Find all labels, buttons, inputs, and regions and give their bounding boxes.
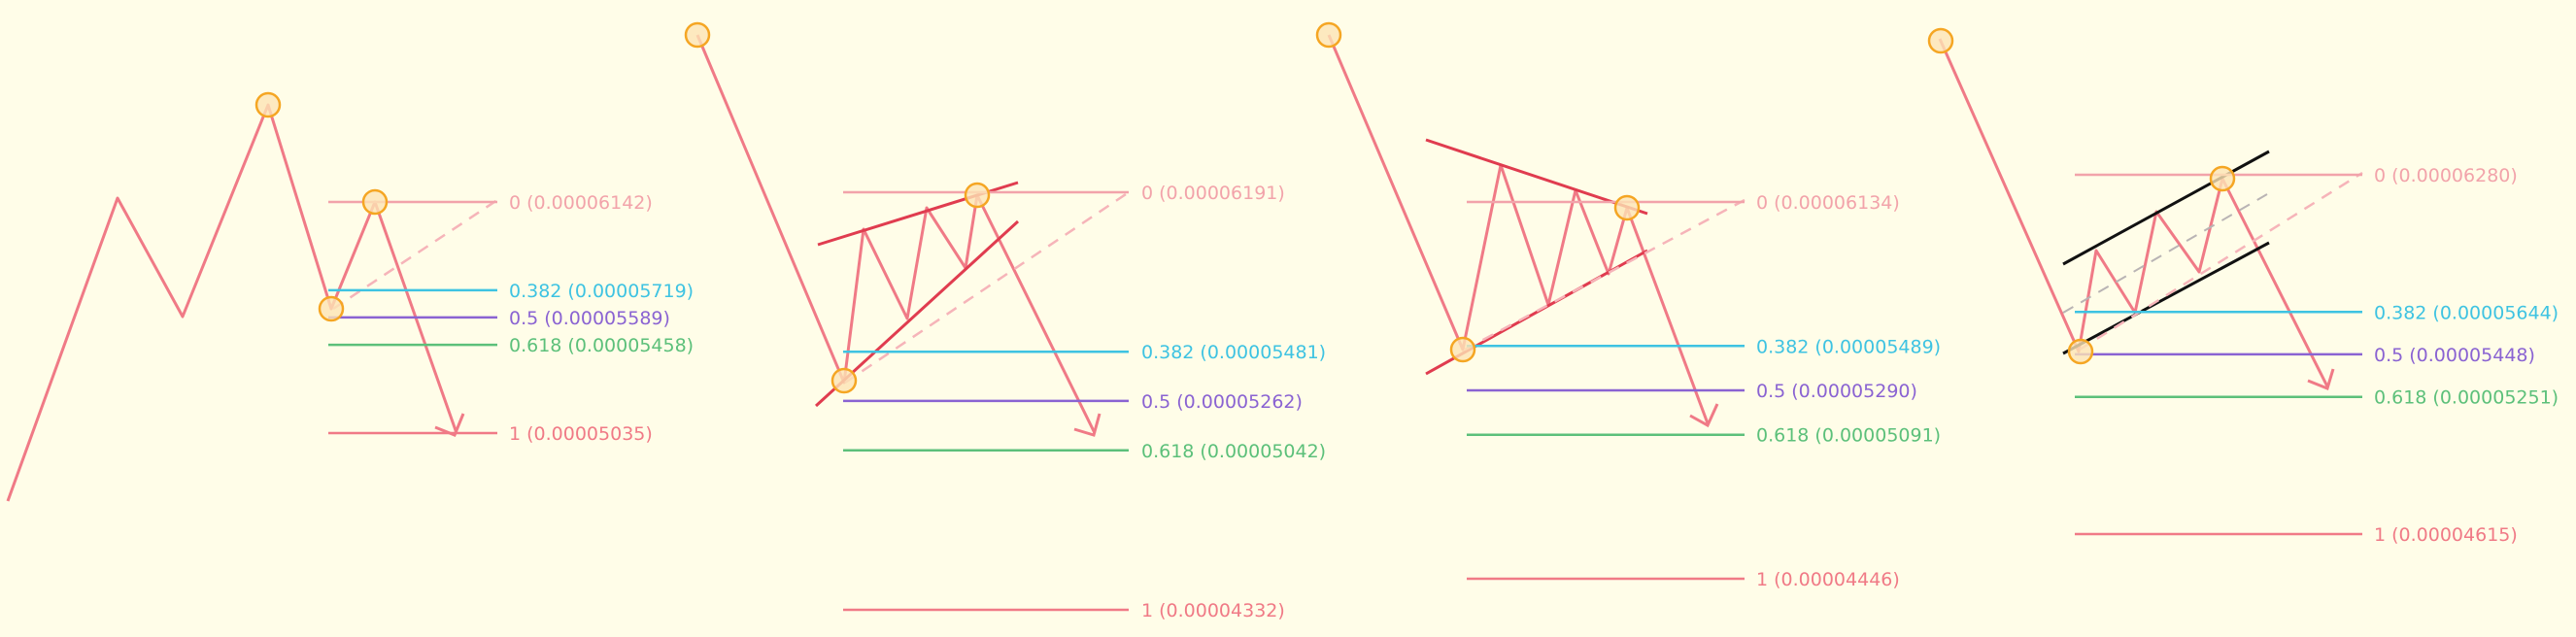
pivot-marker (1315, 21, 1342, 49)
panel-rising-wedge: 0 (0.00006191) 0.382 (0.00005481) 0.5 (0… (684, 21, 1326, 621)
fib-level-1-label: 1 (0.00004332) (1141, 600, 1285, 621)
arrow-head (434, 413, 465, 437)
price-path (1938, 38, 2329, 387)
pivot-marker (361, 188, 389, 216)
price-path (695, 34, 1097, 434)
guide-dashed (2079, 171, 2363, 352)
pivot-marker (684, 21, 711, 49)
fib-level-0618-label: 0.618 (0.00005458) (509, 335, 694, 356)
fib-level-0382-label: 0.382 (0.00005719) (509, 281, 694, 302)
fib-level-0382-label: 0.382 (0.00005481) (1141, 342, 1326, 363)
arrow-head (2307, 368, 2335, 391)
fib-level-05-label: 0.5 (0.00005589) (509, 308, 670, 329)
fib-level-0-label: 0 (0.00006142) (509, 192, 653, 214)
fib-level-05-label: 0.5 (0.00005262) (1141, 391, 1303, 413)
fib-level-0-label: 0 (0.00006134) (1756, 192, 1900, 214)
guide-dashed (844, 190, 1130, 385)
pivot-marker (318, 295, 345, 322)
fib-level-1-label: 1 (0.00004446) (1756, 569, 1900, 590)
pivot-marker (2209, 165, 2236, 192)
arrow-head (1689, 403, 1719, 428)
fib-level-1-label: 1 (0.00004615) (2374, 524, 2518, 546)
guide-dashed (332, 198, 498, 311)
panel-triangle: 0 (0.00006134) 0.382 (0.00005489) 0.5 (0… (1315, 21, 1941, 590)
panel-rising-channel: 0 (0.00006280) 0.382 (0.00005644) 0.5 (0… (1927, 27, 2559, 546)
fib-level-0382-label: 0.382 (0.00005644) (2374, 302, 2559, 323)
channel-upper-line (2062, 150, 2270, 266)
price-path (6, 103, 458, 502)
channel-lower-line (2062, 241, 2270, 355)
fib-level-05-label: 0.5 (0.00005290) (1756, 381, 1917, 402)
fib-level-0618-label: 0.618 (0.00005251) (2374, 387, 2559, 409)
arrow-head (1073, 413, 1102, 437)
price-path (1327, 34, 1710, 424)
fib-level-0-label: 0 (0.00006280) (2374, 165, 2518, 186)
pivot-marker (964, 182, 991, 209)
fib-level-0618-label: 0.618 (0.00005091) (1756, 425, 1941, 447)
fib-level-0-label: 0 (0.00006191) (1141, 183, 1285, 204)
pivot-marker (1927, 27, 1954, 54)
fib-level-0618-label: 0.618 (0.00005042) (1141, 441, 1326, 462)
guide-dashed (2062, 193, 2268, 314)
pivot-marker (2067, 338, 2094, 365)
pivot-marker (254, 91, 282, 118)
pivot-marker (1613, 194, 1641, 221)
panel-zigzag: 0 (0.00006142) 0.382 (0.00005719) 0.5 (0… (6, 91, 694, 502)
pivot-marker (1449, 336, 1476, 363)
pivot-marker (830, 367, 858, 394)
fib-level-0382-label: 0.382 (0.00005489) (1756, 336, 1941, 357)
fib-level-05-label: 0.5 (0.00005448) (2374, 345, 2535, 366)
fib-level-1-label: 1 (0.00005035) (509, 423, 653, 445)
